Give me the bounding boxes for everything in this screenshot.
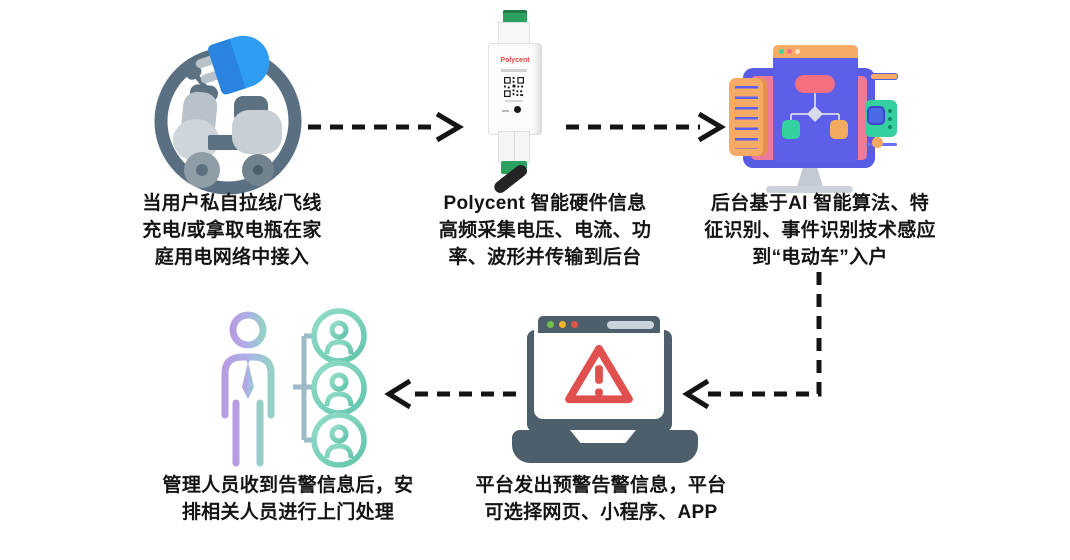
clipboard-lines	[735, 86, 758, 149]
widget-dot	[888, 125, 892, 129]
flowchart-icon	[782, 75, 848, 139]
titlebar-dot-green	[547, 321, 554, 328]
caption-line: 可选择网页、小程序、APP	[484, 502, 718, 523]
laptop-browser-window	[538, 316, 660, 415]
device-neck-bottom	[498, 131, 530, 163]
device-brand-label: Polycent	[500, 57, 530, 64]
qr-code-icon	[504, 77, 524, 97]
caption-line: 管理人员收到告警信息后，安	[162, 475, 414, 496]
titlebar-dot-cream	[795, 49, 800, 54]
caption-line: 率、波形并传输到后台	[448, 247, 642, 268]
arrowhead-right-icon	[697, 111, 726, 143]
caption-line: 平台发出预警告警信息，平台	[475, 475, 727, 496]
widget-square	[869, 108, 883, 123]
monitor-stand	[797, 168, 823, 187]
power-plug-icon	[195, 35, 270, 95]
caption-line: 庭用电网络中接入	[154, 247, 310, 268]
step-3-caption: 后台基于AI 智能算法、特 征识别、事件识别技术感应 到“电动车”入户	[680, 190, 960, 271]
step-5-caption: 管理人员收到告警信息后，安 排相关人员进行上门处理	[148, 472, 428, 526]
device-serial-text	[505, 100, 523, 102]
caption-line: 高频采集电压、电流、功	[438, 220, 652, 241]
monitor-pin-circle	[872, 137, 883, 148]
browser-body	[773, 58, 858, 163]
device-button	[514, 106, 521, 113]
monitor-browser-window	[773, 45, 858, 163]
titlebar-dot-green	[779, 49, 784, 54]
widget-dot	[888, 109, 892, 113]
titlebar-dot-red	[571, 321, 578, 328]
device-neck-top	[498, 22, 530, 46]
browser-titlebar	[773, 45, 858, 58]
alert-laptop-icon	[510, 308, 705, 468]
caption-line: 排相关人员进行上门处理	[181, 502, 395, 523]
ai-platform-icon	[725, 40, 905, 195]
laptop-browser-titlebar	[538, 316, 660, 333]
address-bar	[607, 321, 654, 329]
team-avatars-icon	[311, 308, 367, 468]
device-model-text	[501, 69, 527, 72]
ebike-charging-icon	[154, 35, 302, 195]
arrow-step3-step4	[706, 272, 822, 397]
device-body: Polycent	[488, 43, 542, 135]
device-button-label	[502, 110, 509, 112]
list-clipboard	[729, 78, 767, 156]
polycent-device-icon: Polycent	[483, 10, 545, 196]
terminal-top	[503, 10, 527, 24]
monitor-antenna	[870, 73, 898, 80]
caption-line: Polycent 智能硬件信息	[443, 193, 647, 214]
step-4-caption: 平台发出预警告警信息，平台 可选择网页、小程序、APP	[461, 472, 741, 526]
titlebar-dot-yellow	[559, 321, 566, 328]
step-1-caption: 当用户私自拉线/飞线 充电/或拿取电瓶在家 庭用电网络中接入	[92, 190, 372, 271]
laptop-base	[512, 430, 698, 463]
caption-line: 到“电动车”入户	[752, 247, 888, 268]
caption-line: 征识别、事件识别技术感应	[704, 220, 936, 241]
org-bracket	[293, 333, 314, 443]
laptop-browser-body	[538, 333, 660, 415]
scooter-icon	[173, 66, 282, 188]
monitor-base	[766, 186, 853, 193]
titlebar-dot-pink	[787, 49, 792, 54]
widget-dot	[888, 117, 892, 121]
laptop-notch	[570, 430, 636, 443]
step-2-caption: Polycent 智能硬件信息 高频采集电压、电流、功 率、波形并传输到后台	[405, 190, 685, 271]
caption-line: 后台基于AI 智能算法、特	[710, 193, 930, 214]
side-widget-panel	[865, 100, 897, 137]
manager-tie	[242, 357, 254, 399]
caption-line: 充电/或拿取电瓶在家	[142, 220, 322, 241]
arrowhead-left-icon	[384, 378, 412, 410]
arrowhead-right-icon	[435, 111, 464, 143]
manager-team-icon	[221, 308, 367, 468]
warning-triangle-icon	[565, 344, 633, 404]
caption-line: 当用户私自拉线/飞线	[142, 193, 322, 214]
